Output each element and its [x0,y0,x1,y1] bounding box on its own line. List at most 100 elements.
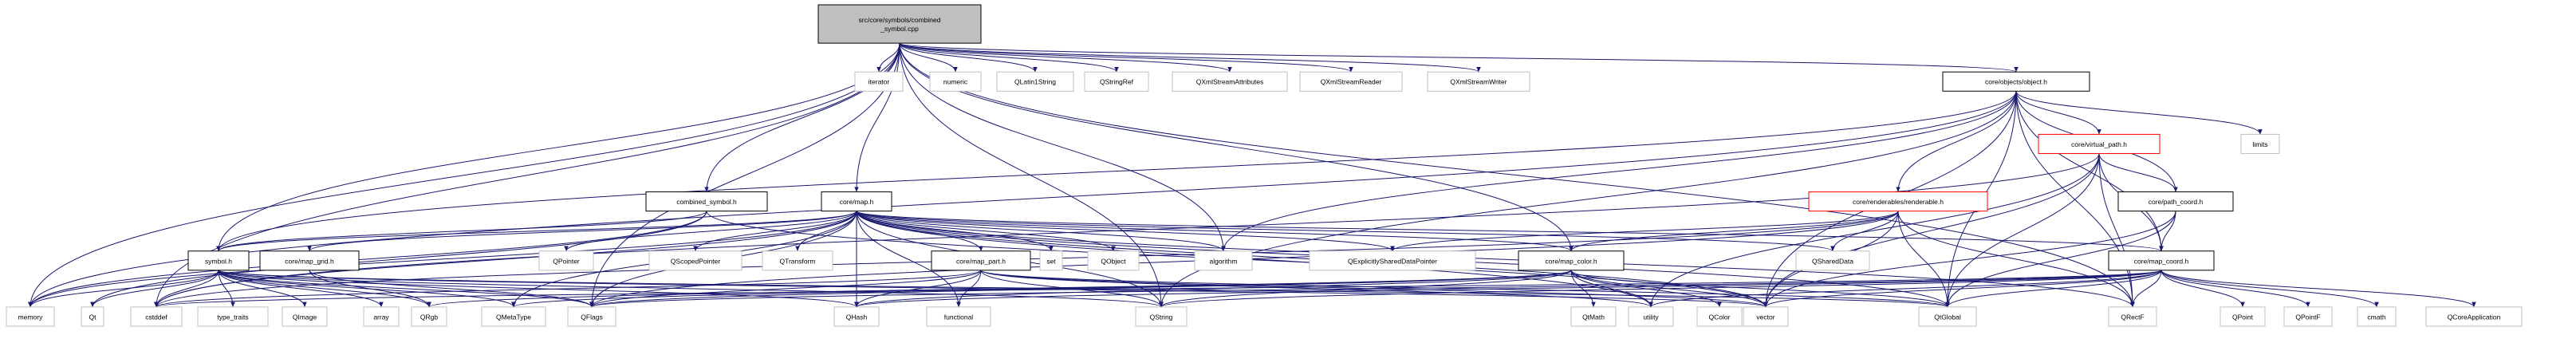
node-box [1628,306,1674,327]
node-qtransform[interactable]: QTransform [762,250,833,271]
node-box [926,306,991,327]
edge-root-to-object-h [899,42,2019,73]
node-iterator[interactable]: iterator [854,71,904,92]
node-box [1427,71,1530,92]
node-map-grid-h[interactable]: core/map_grid.h [259,250,360,271]
node-box [1309,250,1476,271]
edge-map-coord-h-to-qpointf [2160,270,2310,308]
edge-map-part-h-to-qhash [854,270,982,308]
node-limits[interactable]: limits [2240,133,2280,154]
node-label: src/core/symbols/combined [859,16,941,24]
edge-root-to-memory [28,43,900,307]
node-box [1039,250,1063,271]
node-label: iterator [869,78,890,86]
node-qstringref[interactable]: QStringRef [1084,71,1149,92]
edge-object-h-to-map-coord-h [2015,91,2164,251]
node-map-h[interactable]: core/map.h [821,191,892,212]
edge-symbol-h-to-memory [28,270,219,308]
node-virtual-path-h[interactable]: core/virtual_path.h [2038,133,2160,154]
node-box [1299,71,1403,92]
node-box [854,71,904,92]
node-qt[interactable]: Qt [81,306,104,327]
node-path-coord-h[interactable]: core/path_coord.h [2117,191,2234,212]
edge-map-coord-h-to-cmath [2160,270,2379,308]
node-map-color-h[interactable]: core/map_color.h [1518,250,1625,271]
node-map-part-h[interactable]: core/map_part.h [931,250,1031,271]
node-label: QStringRef [1100,78,1134,86]
node-renderable-h[interactable]: core/renderables/renderable.h [1808,191,1988,212]
node-qxmlstreamwriter[interactable]: QXmlStreamWriter [1427,71,1530,92]
node-label: algorithm [1210,257,1238,265]
edge-root-to-qrectf [899,43,2135,307]
edge-map-color-h-to-qhash [854,270,1572,308]
edge-renderable-h-to-qtglobal [1897,211,1950,307]
node-qstring[interactable]: QString [1135,306,1188,327]
node-type-traits[interactable]: type_traits [197,306,269,327]
node-qpointer[interactable]: QPointer [538,250,594,271]
node-vector[interactable]: vector [1743,306,1789,327]
node-map-coord-h[interactable]: core/map_coord.h [2108,250,2215,271]
node-set[interactable]: set [1039,250,1063,271]
node-cmath[interactable]: cmath [2357,306,2397,327]
node-label: core/objects/object.h [1985,78,2047,86]
node-object-h[interactable]: core/objects/object.h [1942,71,2090,92]
node-qtglobal[interactable]: QtGlobal [1918,306,1977,327]
edge-map-h-to-map-grid-h [307,211,857,252]
node-qmetatype[interactable]: QMetaType [481,306,546,327]
node-functional[interactable]: functional [926,306,991,327]
edge-symbol-h-to-qstring [218,270,1164,308]
node-qflags[interactable]: QFlags [567,306,616,327]
edge-map-h-to-map-color-h [856,211,1574,252]
edge-symbol-h-to-qmetatype [218,270,516,308]
node-qpoint[interactable]: QPoint [2220,306,2266,327]
edge-object-h-to-algorithm [1221,91,2017,251]
edge-virtual-path-h-to-cstddef [154,153,2100,307]
edge-map-grid-h-to-qrgb [309,270,431,308]
node-qcoreapplication[interactable]: QCoreApplication [2425,306,2523,327]
node-qhash[interactable]: QHash [833,306,880,327]
node-qshareddata[interactable]: QSharedData [1795,250,1870,271]
node-qxmlstreamreader[interactable]: QXmlStreamReader [1299,71,1403,92]
node-qrgb[interactable]: QRgb [411,306,447,327]
node-box [1570,306,1617,327]
node-qscopedpointer[interactable]: QScopedPointer [648,250,742,271]
node-qpointf[interactable]: QPointF [2283,306,2333,327]
node-symbol-h[interactable]: symbol.h [187,250,250,271]
node-box [1942,71,2090,92]
edge-root-to-algorithm [899,43,1226,251]
node-combined-symbol-h[interactable]: combined_symbol.h [645,191,768,212]
edge-path-coord-h-to-qtglobal [1945,211,2176,307]
node-root[interactable]: src/core/symbols/combined_symbol.cpp [817,4,982,44]
node-numeric[interactable]: numeric [929,71,982,92]
node-qobject[interactable]: QObject [1087,250,1140,271]
node-qlatin1string[interactable]: QLatin1String [996,71,1074,92]
node-memory[interactable]: memory [6,306,55,327]
node-utility[interactable]: utility [1628,306,1674,327]
node-label: QTransform [779,257,815,265]
node-label: QtGlobal [1934,313,1961,321]
edge-map-h-to-qexplicitlyshareddatapointer [856,211,1395,252]
node-qxmlstreamattributes[interactable]: QXmlStreamAttributes [1172,71,1288,92]
node-cstddef[interactable]: cstddef [130,306,183,327]
node-box [481,306,546,327]
node-qcolor[interactable]: QColor [1696,306,1743,327]
edge-map-coord-h-to-qpoint [2160,270,2245,308]
node-qexplicitlyshareddatapointer[interactable]: QExplicitlySharedDataPointer [1309,250,1476,271]
node-qrectf[interactable]: QRectF [2108,306,2157,327]
node-box [2283,306,2333,327]
node-box [2108,250,2215,271]
node-box [931,250,1031,271]
edge-map-coord-h-to-qflags [589,270,2162,308]
node-array[interactable]: array [363,306,400,327]
node-box [1743,306,1789,327]
edge-map-part-h-to-qflags [589,270,982,308]
node-qmath[interactable]: QtMath [1570,306,1617,327]
node-qimage[interactable]: QImage [282,306,328,327]
node-label: core/path_coord.h [2149,198,2204,206]
node-label: core/map_coord.h [2134,257,2189,265]
edge-root-to-qxmlstreamattributes [899,42,1232,73]
edge-root-to-qxmlstreamwriter [899,42,1481,73]
edge-root-to-qxmlstreamreader [899,42,1353,73]
node-algorithm[interactable]: algorithm [1194,250,1253,271]
node-label: symbol.h [205,257,232,265]
